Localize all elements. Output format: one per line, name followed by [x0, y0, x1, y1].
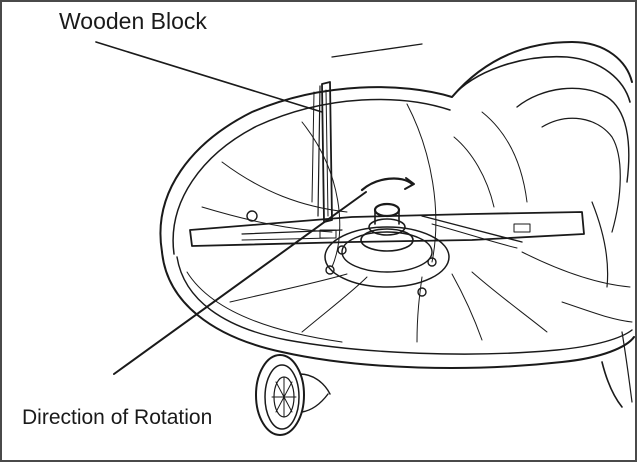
- deck-housing: [159, 41, 635, 369]
- wheel: [255, 354, 331, 436]
- spindle-hub: [246, 202, 450, 297]
- discharge-chute: [451, 55, 633, 408]
- leader-line-rotation: [113, 191, 367, 375]
- label-direction-of-rotation: Direction of Rotation: [22, 406, 213, 429]
- leader-line-wooden-block: [95, 41, 323, 113]
- blade: [189, 211, 585, 249]
- rotation-arrow: [360, 177, 415, 192]
- wooden-block: [311, 43, 423, 223]
- label-wooden-block: Wooden Block: [59, 8, 207, 34]
